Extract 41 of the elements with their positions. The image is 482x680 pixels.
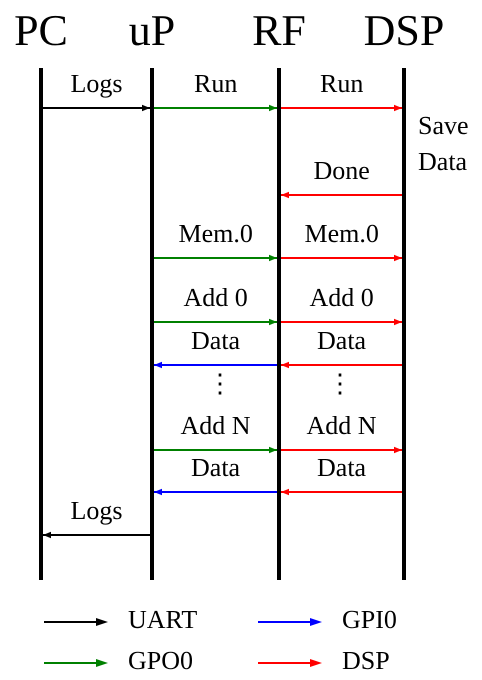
lifeline-title: uP: [128, 5, 176, 57]
arrow: [154, 254, 277, 262]
edge-label: Mem.0: [304, 220, 379, 248]
ellipsis-mark: ⋮: [207, 370, 233, 398]
arrow: [281, 446, 402, 454]
arrow: [154, 104, 277, 112]
arrow: [281, 254, 402, 262]
arrow: [154, 446, 277, 454]
arrow: [281, 488, 402, 496]
edge-label: Data: [317, 454, 366, 482]
edge-label: Add N: [180, 412, 251, 440]
edge-label: Data: [191, 454, 240, 482]
edge-label: Data: [191, 327, 240, 355]
edge-label: Add 0: [184, 284, 248, 312]
arrow: [154, 488, 277, 496]
lifeline-title: RF: [251, 5, 307, 57]
edge-label: Run: [194, 70, 238, 98]
arrow: [43, 104, 150, 112]
arrow: [281, 318, 402, 326]
ellipsis-mark: ⋮: [327, 370, 353, 398]
edge-label: Logs: [70, 70, 122, 98]
edge-label: Mem.0: [178, 220, 253, 248]
edge-label: Done: [314, 157, 370, 185]
arrow: [154, 318, 277, 326]
lifeline-title: DSP: [362, 5, 446, 57]
edge-label: Add N: [306, 412, 377, 440]
arrow: [154, 362, 277, 368]
edge-label: Logs: [70, 497, 122, 525]
legend-text: GPO0: [128, 647, 194, 675]
legend-text: UART: [128, 606, 198, 634]
edge-label: Run: [320, 70, 364, 98]
arrow: [281, 362, 402, 368]
arrow: [281, 104, 402, 112]
edge-label: Data: [317, 327, 366, 355]
legend-text: GPI0: [342, 606, 397, 634]
legend-text: DSP: [342, 647, 390, 675]
edge-label: Add 0: [310, 284, 374, 312]
note-text: Save Data: [418, 110, 470, 178]
arrow: [281, 192, 402, 198]
arrow: [43, 532, 150, 538]
lifeline-title: PC: [13, 5, 69, 57]
